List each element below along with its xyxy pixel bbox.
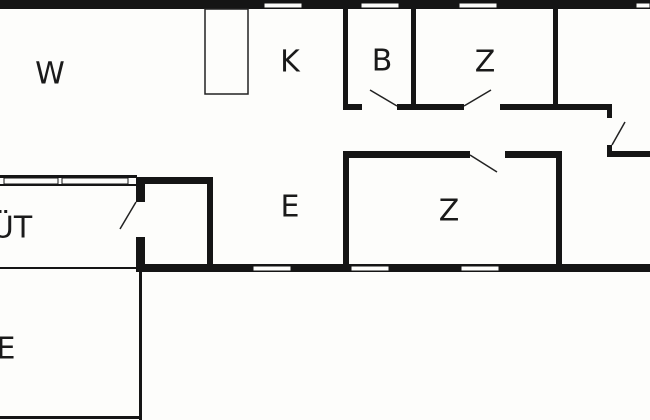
room-label-bath: B (372, 44, 393, 79)
kitchen-counter (204, 8, 249, 95)
room-label-entrance: E (0, 332, 15, 367)
room-label-kitchen: K (280, 45, 301, 80)
room-label-living: W (35, 57, 65, 92)
room-label-utility: ÜT (0, 210, 33, 246)
doors (119, 89, 626, 230)
room-label-bedroom-bottom: Z (439, 194, 460, 229)
room-label-hall: E (281, 190, 300, 225)
room-labels: W K B Z E Z ÜT E (0, 44, 495, 367)
room-label-bedroom-top: Z (475, 45, 496, 80)
windows (3, 2, 650, 272)
